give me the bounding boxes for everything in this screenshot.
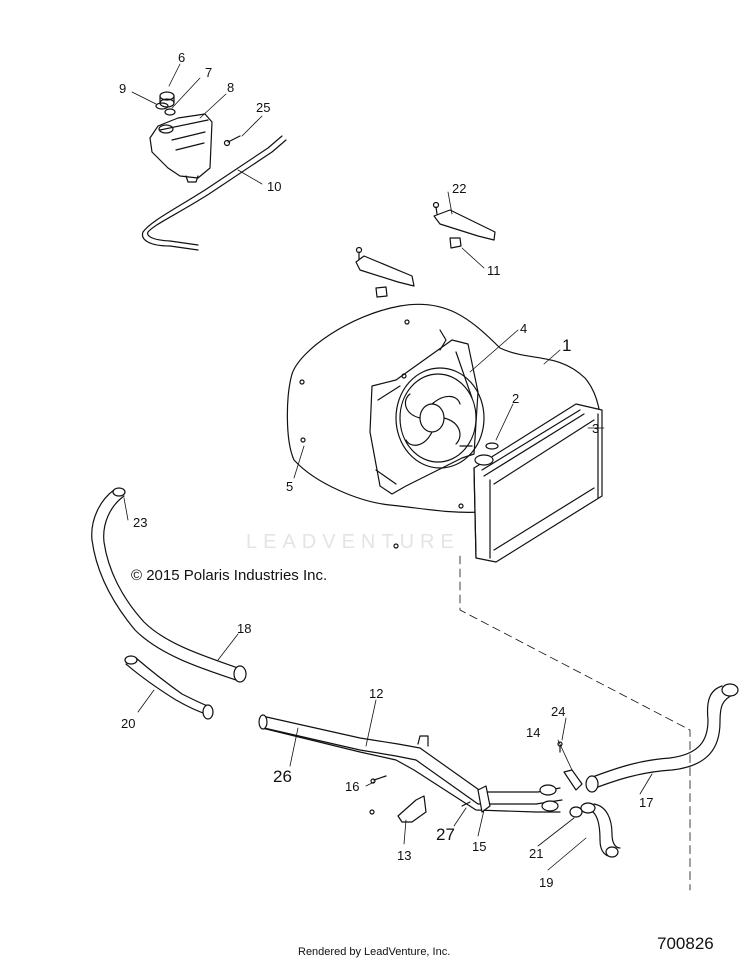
callout-14: 14 bbox=[526, 725, 541, 740]
reference-lines bbox=[459, 555, 691, 891]
reservoir-cap bbox=[159, 91, 175, 108]
callout-9: 9 bbox=[119, 81, 127, 96]
tube-clamp-bracket bbox=[477, 785, 491, 813]
callout-4: 4 bbox=[520, 321, 528, 336]
copyright-notice: © 2015 Polaris Industries Inc. bbox=[131, 567, 328, 584]
callout-10: 10 bbox=[267, 179, 282, 194]
callout-26: 26 bbox=[273, 767, 292, 786]
cap-seal bbox=[164, 108, 176, 116]
lower-radiator-hose bbox=[124, 655, 214, 720]
tube-support-bracket bbox=[397, 795, 427, 823]
callout-6: 6 bbox=[178, 50, 186, 65]
overflow-hose bbox=[141, 135, 287, 251]
callout-17: 17 bbox=[639, 795, 654, 810]
hose-bracket bbox=[557, 741, 583, 791]
callout-27: 27 bbox=[436, 825, 455, 844]
callout-13: 13 bbox=[397, 848, 412, 863]
coolant-tubes bbox=[258, 714, 563, 813]
lower-mount-bracket bbox=[355, 246, 415, 298]
cap-washer bbox=[155, 102, 169, 110]
upper-mount-bracket bbox=[432, 201, 496, 249]
callout-21: 21 bbox=[529, 846, 544, 861]
callout-8: 8 bbox=[227, 80, 235, 95]
callout-3: 3 bbox=[592, 421, 600, 436]
callout-1: 1 bbox=[562, 336, 572, 355]
screw bbox=[223, 135, 241, 147]
callout-22: 22 bbox=[452, 181, 467, 196]
callout-11: 11 bbox=[487, 263, 501, 278]
callout-15: 15 bbox=[472, 839, 487, 854]
callout-7: 7 bbox=[205, 65, 213, 80]
tube-fasteners bbox=[369, 775, 471, 815]
coolant-reservoir bbox=[149, 113, 213, 183]
mounting-screws bbox=[299, 319, 464, 549]
rendered-by-credit: Rendered by LeadVenture, Inc. bbox=[298, 946, 451, 958]
heater-hose bbox=[585, 683, 739, 793]
leader-lines bbox=[123, 63, 653, 871]
radiator-cap bbox=[474, 442, 499, 466]
hose-clamp bbox=[112, 487, 126, 497]
callout-24: 24 bbox=[551, 704, 566, 719]
callout-2: 2 bbox=[512, 391, 520, 406]
fan-assembly bbox=[369, 329, 485, 495]
callout-23: 23 bbox=[133, 515, 148, 530]
callout-18: 18 bbox=[237, 621, 252, 636]
callout-5: 5 bbox=[286, 479, 294, 494]
document-number: 700826 bbox=[657, 934, 714, 953]
radiator bbox=[473, 403, 603, 563]
callout-25: 25 bbox=[256, 100, 271, 115]
outlet-hose bbox=[569, 802, 621, 858]
upper-radiator-hose bbox=[91, 489, 247, 683]
callout-19: 19 bbox=[539, 875, 554, 890]
callout-16: 16 bbox=[345, 779, 360, 794]
callout-20: 20 bbox=[121, 716, 136, 731]
callout-12: 12 bbox=[369, 686, 384, 701]
watermark: LEADVENTURE bbox=[246, 531, 460, 553]
